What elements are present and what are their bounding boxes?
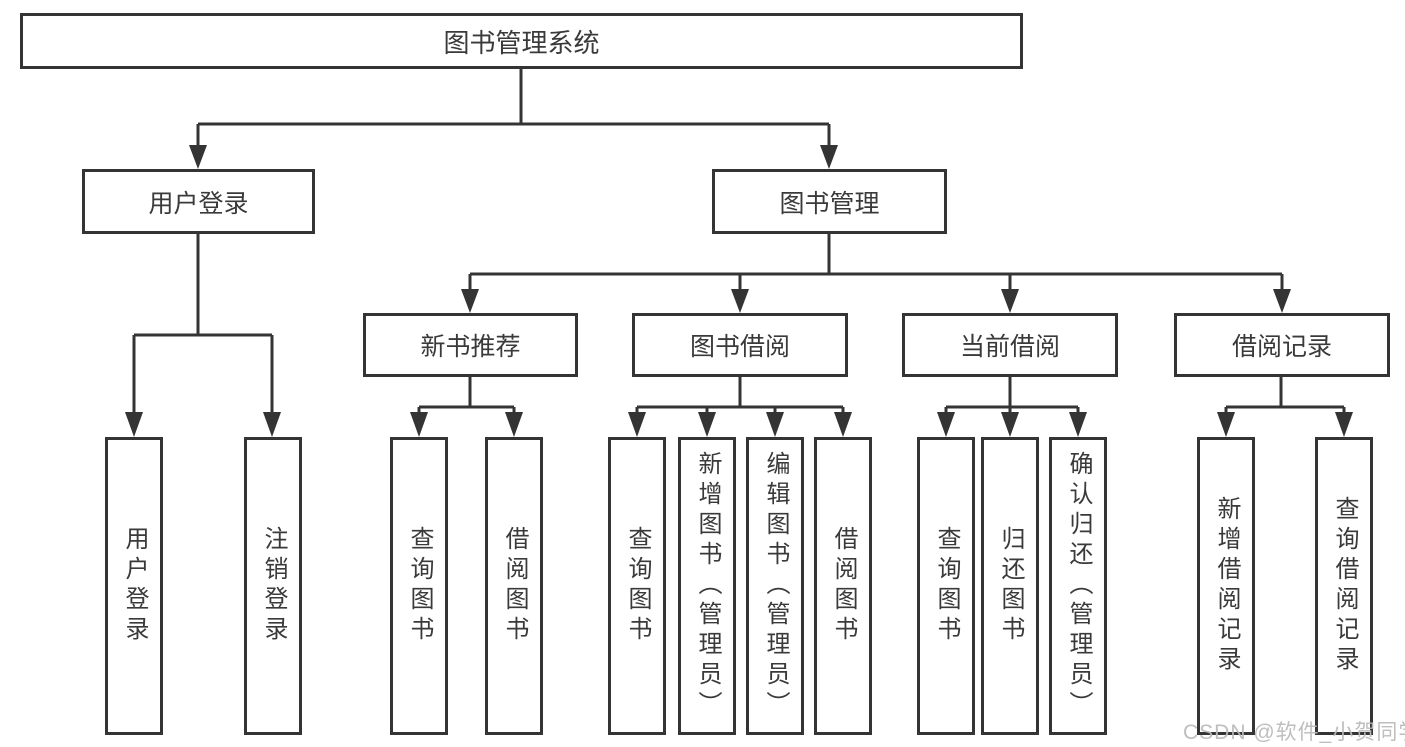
- connector-current-borrow-to-leaves: [937, 377, 1087, 437]
- node-new-book-recommend-label: 新书推荐: [420, 333, 521, 361]
- leaf-confirm-return-admin: 确认归还（管理员）: [1049, 437, 1107, 735]
- node-current-borrow: 当前借阅: [902, 313, 1118, 377]
- leaf-query-borrow-record: 查询借阅记录: [1315, 437, 1373, 735]
- node-borrow-records: 借阅记录: [1174, 313, 1390, 377]
- connector-user-login-to-leaves: [125, 234, 281, 437]
- leaf-logout: 注销登录: [244, 437, 302, 735]
- leaf-return-book: 归还图书: [981, 437, 1039, 735]
- leaf-borrow-books: 借阅图书: [814, 437, 872, 735]
- leaf-query-books-current: 查询图书: [917, 437, 975, 735]
- leaf-edit-book-admin: 编辑图书（管理员）: [746, 437, 804, 735]
- connector-new-book-recommend-to-leaves: [410, 377, 523, 437]
- node-book-borrow-label: 图书借阅: [689, 333, 790, 361]
- csdn-watermark: CSDN @软件_小贺同学: [1183, 721, 1405, 744]
- node-book-management-label: 图书管理: [779, 189, 880, 218]
- node-book-management: 图书管理: [712, 169, 947, 234]
- leaf-borrow-books-recommend: 借阅图书: [485, 437, 543, 735]
- connector-book-borrow-to-leaves: [628, 377, 852, 437]
- leaf-add-borrow-record: 新增借阅记录: [1197, 437, 1255, 735]
- leaf-add-book-admin: 新增图书（管理员）: [678, 437, 736, 735]
- node-root-system: 图书管理系统: [20, 13, 1023, 69]
- connector-root-to-level2: [189, 69, 838, 169]
- leaf-query-books-recommend: 查询图书: [390, 437, 448, 735]
- node-current-borrow-label: 当前借阅: [959, 333, 1060, 361]
- node-borrow-records-label: 借阅记录: [1231, 333, 1332, 361]
- connector-borrow-records-to-leaves: [1217, 377, 1353, 437]
- connector-book-management-to-level3: [461, 234, 1291, 313]
- node-root-label: 图书管理系统: [443, 27, 600, 58]
- leaf-query-books-borrow: 查询图书: [608, 437, 666, 735]
- leaf-user-login: 用户登录: [105, 437, 163, 735]
- node-user-login: 用户登录: [82, 169, 315, 234]
- node-new-book-recommend: 新书推荐: [363, 313, 578, 377]
- node-book-borrow: 图书借阅: [632, 313, 848, 377]
- node-user-login-label: 用户登录: [148, 189, 249, 218]
